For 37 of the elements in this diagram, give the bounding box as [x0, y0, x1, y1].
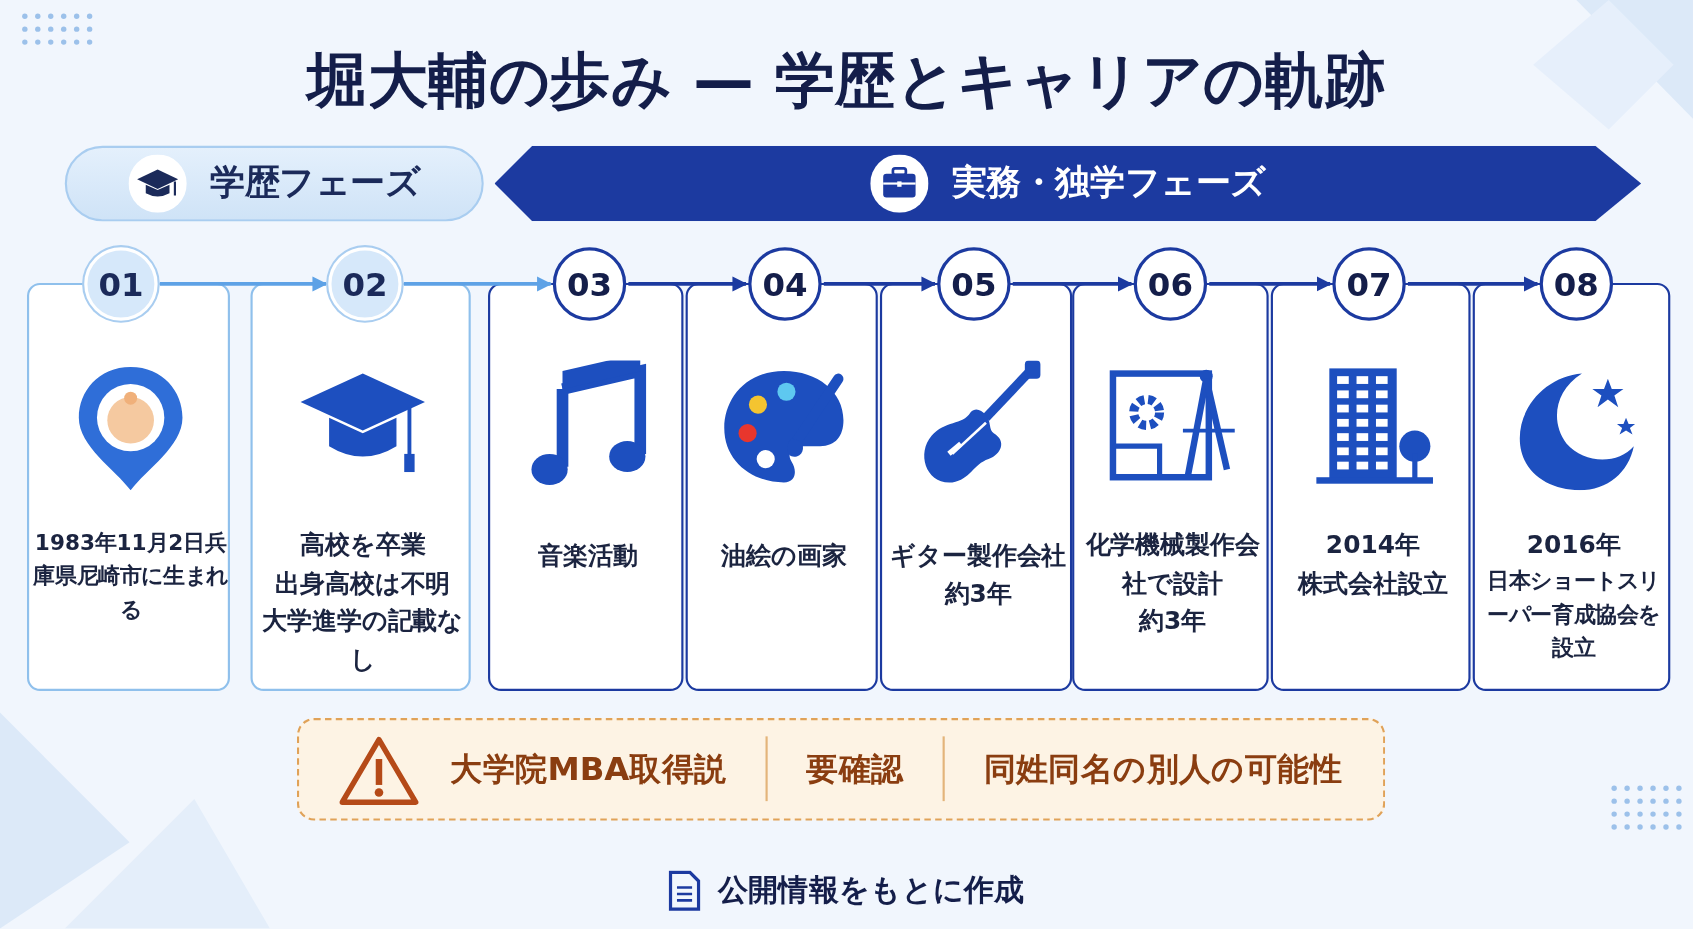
banner-label: 学歴フェーズ	[210, 160, 421, 205]
card-text: 日本ショートスリーパー育成協会を設立	[1486, 566, 1662, 663]
card-text: 1983年11月2日兵庫県尼崎市に生まれる	[33, 528, 228, 624]
card-text: 2016年	[1525, 529, 1622, 561]
step-number-circle: 03	[552, 247, 627, 321]
footer-note: 公開情報をもとに作成	[718, 871, 1025, 911]
card-text: 大学進学の記載なし	[261, 606, 465, 676]
step-number-circle: 07	[1332, 247, 1406, 321]
step-number-circle: 08	[1539, 247, 1614, 321]
card-text: 油絵の画家	[720, 539, 848, 571]
title: 堀大輔の歩み — 学歴とキャリアの軌跡	[304, 44, 1387, 118]
card-text: 約3年	[1137, 606, 1207, 638]
card-text: 高校を卒業	[299, 529, 427, 561]
arrow	[1209, 276, 1332, 292]
card-text: 音楽活動	[537, 539, 639, 571]
arrow	[159, 276, 328, 292]
warning-text: 要確認	[806, 747, 904, 789]
warning-text: 同姓同名の別人の可能性	[983, 747, 1342, 789]
step-number-circle: 05	[937, 247, 1011, 321]
step-number-circle: 06	[1133, 247, 1208, 321]
warning-box	[296, 718, 1386, 821]
card-text: ギター製作会社	[889, 539, 1068, 571]
card-text: 2014年	[1324, 529, 1421, 561]
card-text: 約3年	[943, 578, 1013, 610]
arrow	[823, 276, 937, 292]
arrow	[403, 276, 553, 292]
card-text: 出身高校は不明	[274, 567, 452, 599]
arrow	[1012, 276, 1134, 292]
step-number-circle: 02	[328, 247, 402, 321]
step-number-circle: 04	[748, 247, 822, 321]
arrow	[1407, 276, 1539, 292]
banner-label: 実務・独学フェーズ	[951, 160, 1266, 205]
warning-text: 大学院MBA取得説	[450, 747, 727, 789]
card-text: 化学機械製作会社で設計	[1084, 529, 1261, 599]
card-text: 株式会社設立	[1296, 567, 1449, 599]
step-number-circle: 01	[84, 247, 158, 321]
arrow	[628, 276, 748, 292]
